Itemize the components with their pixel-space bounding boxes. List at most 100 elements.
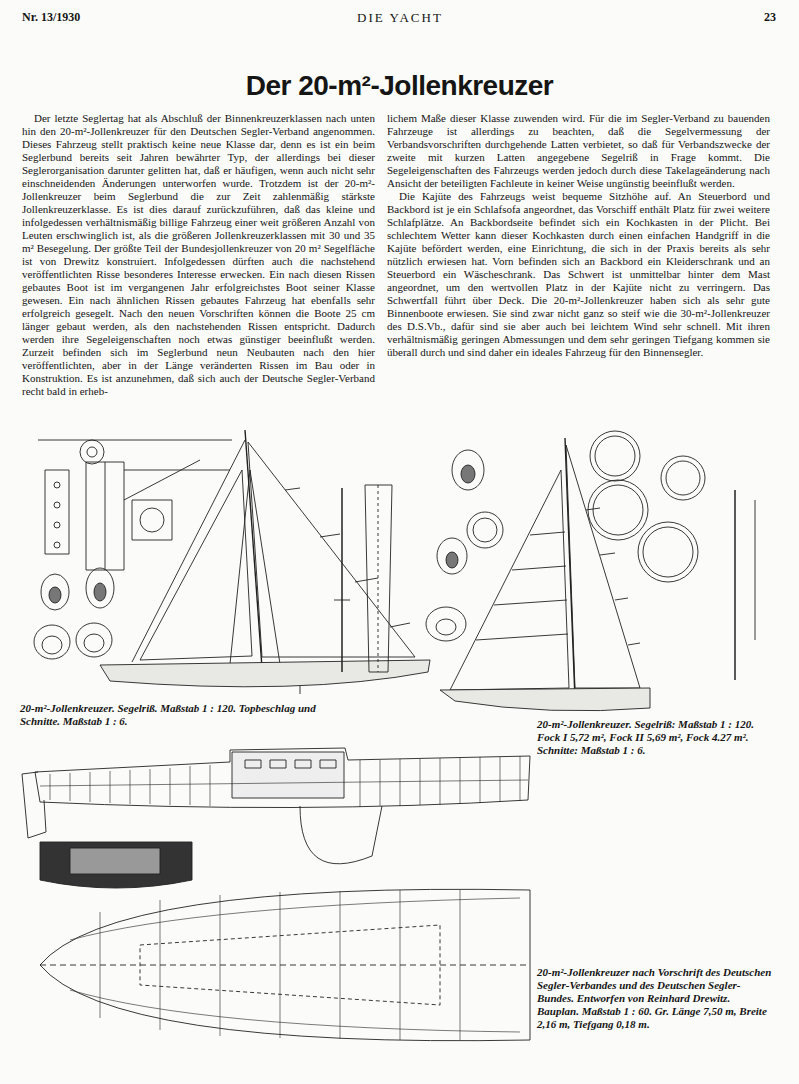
sail-plan-right-line	[446, 552, 458, 568]
top-fitting-details-line	[45, 470, 69, 554]
sail-plan-right-line	[426, 607, 466, 641]
sail-plan-right-line	[437, 538, 467, 574]
construction-plan-line	[140, 925, 440, 1005]
sail-plan-right-line	[440, 688, 650, 711]
body-text: lichem Maße dieser Klasse zuwenden wird.…	[387, 112, 770, 190]
magazine-name: DIE YACHT	[300, 10, 500, 26]
construction-plan-line	[300, 806, 382, 864]
figure-caption: 20-m²-Jollenkreuzer nach Vorschrift des …	[537, 966, 773, 1031]
figure-caption: 20-m²-Jollenkreuzer. Segelriß: Maßstab 1…	[537, 718, 773, 757]
sail-plan-right-line	[467, 512, 503, 548]
construction-plan-line	[22, 772, 46, 838]
sail-plan-left-line	[140, 470, 252, 660]
sail-plan-right-line	[494, 600, 567, 605]
sail-plan-right-line	[436, 619, 456, 635]
spar-sections-left-line	[378, 485, 379, 672]
construction-plan-line	[295, 760, 311, 768]
top-fitting-details-line	[49, 587, 61, 603]
body-text: Die Kajüte des Fahrzeugs weist bequeme S…	[387, 190, 770, 359]
sail-plan-right-line	[661, 456, 705, 500]
sail-plan-right-line	[565, 438, 575, 700]
spar-sections-left-line	[365, 485, 392, 672]
sail-plan-right-line	[666, 461, 700, 495]
top-fitting-details-line	[140, 508, 164, 532]
page-number: 23	[680, 10, 776, 25]
top-fitting-details-line	[42, 636, 62, 654]
sail-plan-right-line	[615, 598, 628, 600]
top-fitting-details-line	[38, 440, 232, 441]
construction-plan-line	[40, 842, 192, 888]
top-fitting-details-line	[105, 462, 106, 570]
construction-plan-line	[245, 760, 261, 768]
sail-plan-right-line	[512, 566, 566, 570]
construction-plan-line	[70, 848, 160, 874]
top-fitting-details-line	[86, 568, 114, 608]
figure-caption: 20-m²-Jollenkreuzer. Segelriß. Maßstab 1…	[20, 702, 340, 728]
sail-plan-right-line	[590, 431, 640, 481]
body-text: Der letzte Seglertag hat als Abschluß de…	[22, 112, 375, 398]
construction-plan-line	[100, 890, 460, 1040]
sail-plan-right-line	[566, 445, 640, 688]
top-fitting-details-line	[54, 542, 60, 548]
construction-plan	[22, 748, 530, 1041]
sail-plan-right	[426, 431, 755, 711]
sail-plan-right-line	[461, 465, 475, 483]
top-fitting-details-line	[124, 460, 200, 500]
top-fitting-details-line	[132, 500, 172, 540]
top-fitting-details-line	[86, 462, 124, 570]
sail-plan-left-line	[355, 578, 378, 582]
construction-plan-line	[40, 889, 530, 1040]
sail-plan-right-line	[628, 643, 640, 645]
sail-plan-right-line	[530, 532, 565, 535]
construction-plan-line	[40, 780, 528, 786]
page-title: Der 20-m²-Jollenkreuzer	[0, 70, 799, 102]
sail-plan-right-line	[600, 553, 615, 555]
construction-plan-line	[35, 748, 530, 808]
sail-plan-left-line	[285, 488, 300, 490]
sail-plan-left-line	[300, 686, 301, 694]
spar-sections-left-line	[341, 488, 343, 672]
top-fitting-details-line	[80, 440, 104, 464]
spar-sections-left-line	[334, 600, 350, 601]
sail-plan-right-line	[450, 470, 569, 690]
top-fitting-details-line	[54, 502, 60, 508]
sail-plan-left-line	[390, 623, 410, 627]
sail-plan-left-line	[100, 660, 430, 687]
top-fitting-details-line	[94, 583, 106, 601]
sail-plan-left-line	[320, 534, 340, 537]
sail-plan-right-line	[586, 508, 600, 510]
sail-plan-left-line	[245, 430, 262, 668]
issue-number: Nr. 13/1930	[22, 10, 162, 25]
construction-plan-line	[50, 756, 520, 807]
sail-plan-right-line	[473, 518, 497, 542]
sail-plan-right-line	[476, 634, 568, 640]
top-fitting-details-line	[124, 470, 230, 471]
construction-plan-line	[232, 752, 344, 798]
sail-plan-left	[100, 430, 430, 694]
sail-plan-right-line	[452, 450, 484, 490]
top-fitting-details-line	[54, 482, 60, 488]
construction-plan-line	[40, 965, 530, 966]
sail-plan-right-line	[593, 485, 643, 535]
sail-plan-right-line	[588, 480, 648, 540]
sail-plan-right-line	[643, 527, 693, 577]
top-fitting-details-line	[41, 574, 69, 610]
top-fitting-details-line	[76, 623, 112, 657]
top-fitting-details	[34, 440, 232, 659]
sail-plan-left-line	[132, 440, 245, 662]
construction-plan-line	[70, 898, 520, 1032]
top-fitting-details-line	[34, 625, 70, 659]
sail-plan-left-line	[250, 470, 280, 664]
sail-plan-right-line	[734, 490, 736, 680]
spar-sections-left	[334, 485, 392, 672]
construction-plan-line	[270, 760, 286, 768]
sail-plan-right-line	[755, 500, 756, 640]
top-fitting-details-line	[84, 634, 104, 652]
sail-plan-right-line	[595, 436, 635, 476]
sail-plan-left-line	[248, 442, 415, 657]
sail-plan-right-line	[638, 522, 698, 582]
sail-plan-left-line	[230, 470, 250, 664]
top-fitting-details-line	[87, 447, 97, 457]
top-fitting-details-line	[54, 522, 60, 528]
construction-plan-line	[320, 760, 336, 768]
